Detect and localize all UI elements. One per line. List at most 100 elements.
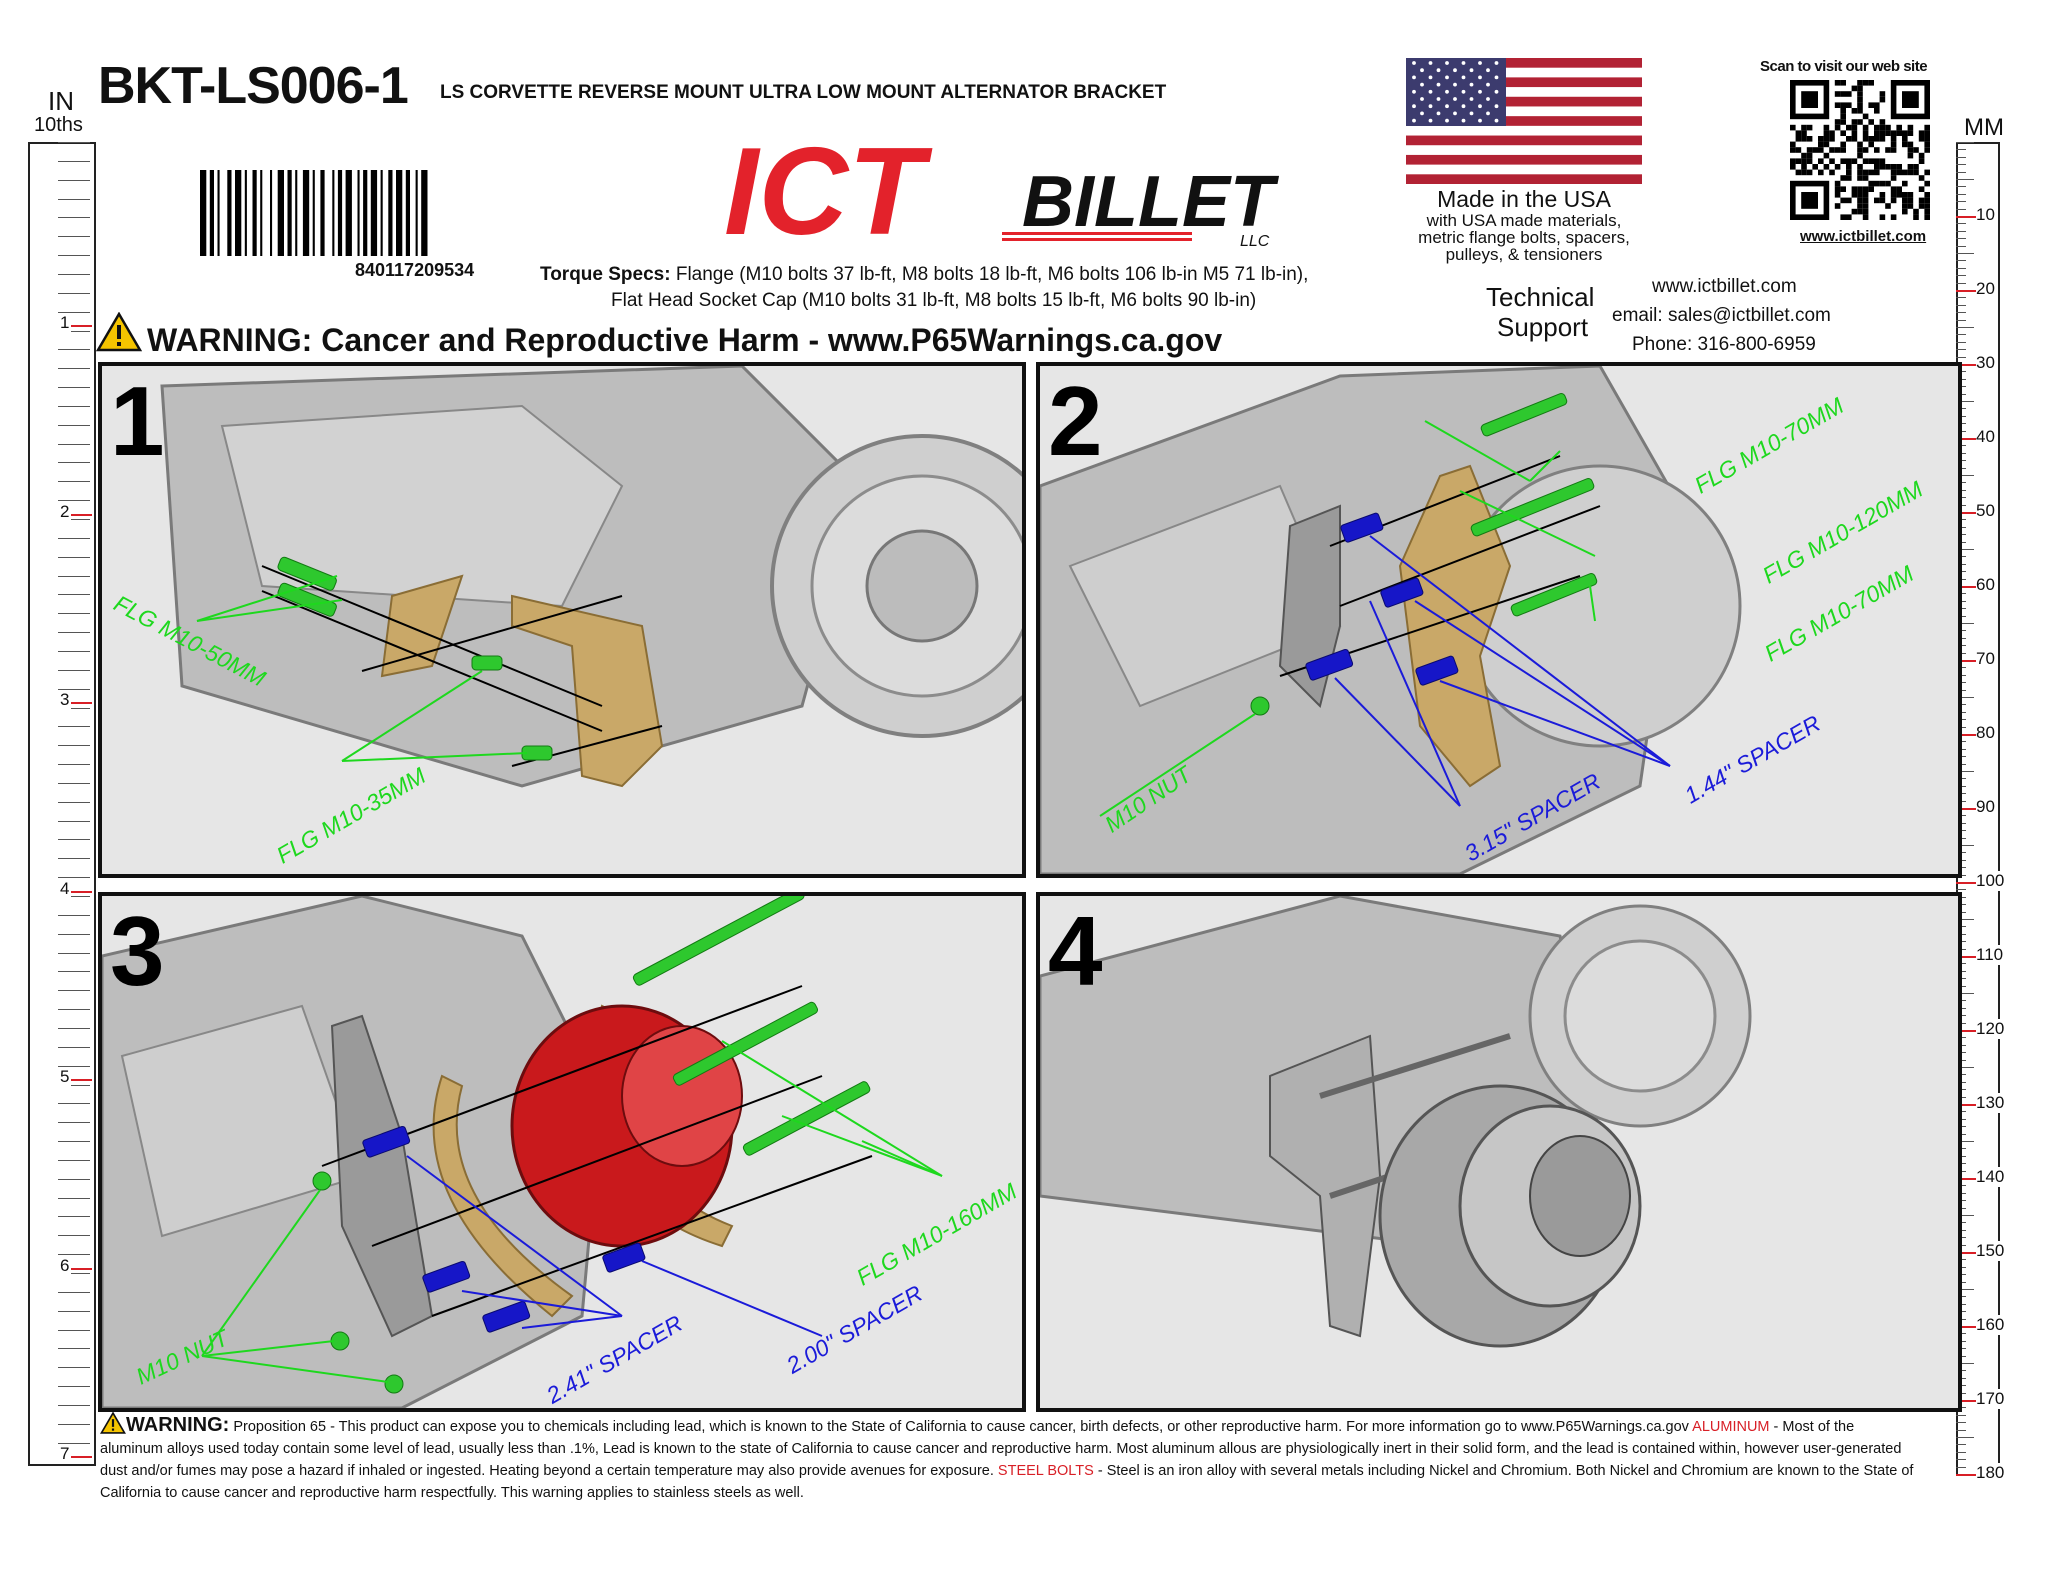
ruler-tick <box>1956 245 1966 247</box>
ruler-major-tick <box>1956 808 1980 810</box>
inch-ruler-sublabel: 10ths <box>34 114 83 136</box>
ruler-tick <box>58 1235 90 1237</box>
aluminum-text: - Most of the aluminum alloys used today… <box>100 1419 1902 1479</box>
step-3-illustration <box>102 896 1022 1408</box>
ruler-tick <box>58 1065 90 1067</box>
ruler-tick <box>1956 267 1966 269</box>
ruler-tick <box>1956 1466 1966 1468</box>
ruler-tick <box>58 1084 90 1086</box>
ruler-tick <box>58 160 90 162</box>
ruler-tick <box>58 387 90 389</box>
inch-mark-label: 6 <box>58 1255 72 1276</box>
ruler-tick <box>58 255 90 257</box>
ruler-major-tick <box>1956 1030 1980 1032</box>
ruler-tick <box>58 896 90 897</box>
steel-bolts-heading: STEEL BOLTS <box>997 1463 1094 1479</box>
ruler-tick <box>58 1442 90 1444</box>
ruler-major-tick <box>1956 290 1980 292</box>
ruler-tick <box>58 1009 90 1011</box>
ruler-tick <box>58 1404 90 1406</box>
ruler-tick <box>1956 1444 1966 1446</box>
ruler-tick <box>58 368 90 370</box>
ruler-tick <box>1956 771 1974 772</box>
prop65-warning-text: WARNING: Proposition 65 - This product c… <box>100 1411 1920 1504</box>
ruler-tick <box>58 1348 90 1350</box>
ruler-tick <box>1956 260 1966 262</box>
ruler-tick <box>58 1329 90 1331</box>
ruler-major-tick <box>1956 1178 1980 1180</box>
ruler-tick <box>1956 282 1966 284</box>
ruler-tick <box>58 1027 90 1029</box>
made-in-usa-title: Made in the USA <box>1437 186 1611 212</box>
qr-website-link[interactable]: www.ictbillet.com <box>1800 228 1927 245</box>
mm-mark-label: 70 <box>1976 649 1995 669</box>
ruler-tick <box>58 443 90 445</box>
support-email[interactable]: email: sales@ictbillet.com <box>1612 305 1831 326</box>
ruler-tick <box>1956 1414 1966 1416</box>
ruler-tick <box>58 858 90 860</box>
step-number: 4 <box>1048 896 1103 1006</box>
ruler-tick <box>58 820 90 822</box>
inch-ruler <box>28 142 96 1466</box>
mm-mark-label: 10 <box>1976 205 1995 225</box>
ruler-tick <box>58 537 90 539</box>
ruler-tick <box>58 1159 90 1161</box>
support-phone: Phone: 316-800-6959 <box>1632 334 1816 355</box>
steel-bolts-text: - Steel is an iron alloy with several me… <box>100 1463 1914 1501</box>
ruler-tick <box>58 1310 90 1312</box>
ruler-tick <box>58 613 90 615</box>
ruler-tick <box>58 405 90 407</box>
ruler-tick <box>1956 349 1966 351</box>
ruler-tick <box>1956 319 1966 321</box>
inch-mark-label: 5 <box>58 1067 72 1087</box>
mm-mark-label: 120 <box>1976 1019 2005 1039</box>
ruler-major-tick <box>1956 1252 1980 1254</box>
ruler-tick <box>1956 1067 1974 1068</box>
ruler-tick <box>58 650 90 652</box>
inch-mark-label: 3 <box>58 690 72 710</box>
step-number: 3 <box>110 896 165 1006</box>
technical-support-subtitle: Support <box>1497 312 1589 342</box>
ruler-major-tick <box>58 513 92 516</box>
ruler-tick <box>58 632 90 634</box>
ruler-tick <box>1956 253 1974 254</box>
ruler-major-tick <box>1956 586 1980 588</box>
mm-mark-label: 140 <box>1976 1167 2005 1187</box>
ruler-tick <box>58 349 90 351</box>
mm-mark-label: 150 <box>1976 1241 2005 1261</box>
ruler-tick <box>1956 697 1974 698</box>
part-number: BKT-LS006-1 <box>98 57 409 115</box>
ruler-tick <box>1956 208 1966 210</box>
made-in-usa-line2: metric flange bolts, spacers, <box>1418 228 1630 247</box>
qr-code[interactable] <box>1790 80 1930 220</box>
ict-billet-logo: ICT BILLET LLC <box>724 130 1280 250</box>
mm-mark-label: 170 <box>1976 1389 2005 1409</box>
ruler-tick <box>58 1423 90 1425</box>
ruler-tick <box>1956 623 1974 624</box>
support-website[interactable]: www.ictbillet.com <box>1652 276 1797 297</box>
mm-mark-label: 180 <box>1976 1463 2005 1483</box>
ruler-tick <box>1956 919 1974 920</box>
ruler-major-tick <box>1956 956 1980 958</box>
ruler-major-tick <box>58 1079 92 1081</box>
logo-llc: LLC <box>1240 233 1270 250</box>
ruler-tick <box>58 745 90 747</box>
warning-banner: WARNING: Cancer and Reproductive Harm - … <box>147 322 1223 358</box>
ruler-tick <box>58 1386 90 1388</box>
logo-ict: ICT <box>724 130 933 250</box>
prop65-warning-title: WARNING: <box>126 1414 230 1436</box>
made-in-usa-line1: with USA made materials, <box>1426 211 1622 230</box>
ruler-tick <box>1956 156 1966 158</box>
ruler-tick <box>58 688 90 690</box>
ruler-major-tick <box>1956 364 1980 366</box>
ruler-tick <box>58 669 90 671</box>
ruler-tick <box>58 1367 90 1369</box>
inch-mark-label: 7 <box>58 1444 72 1464</box>
ruler-tick <box>1956 193 1966 195</box>
mm-mark-label: 30 <box>1976 353 1995 373</box>
step-number: 2 <box>1048 366 1103 476</box>
mm-mark-label: 160 <box>1976 1315 2005 1335</box>
ruler-tick <box>58 801 90 803</box>
ruler-tick <box>1956 475 1974 476</box>
mm-mark-label: 80 <box>1976 723 1995 743</box>
